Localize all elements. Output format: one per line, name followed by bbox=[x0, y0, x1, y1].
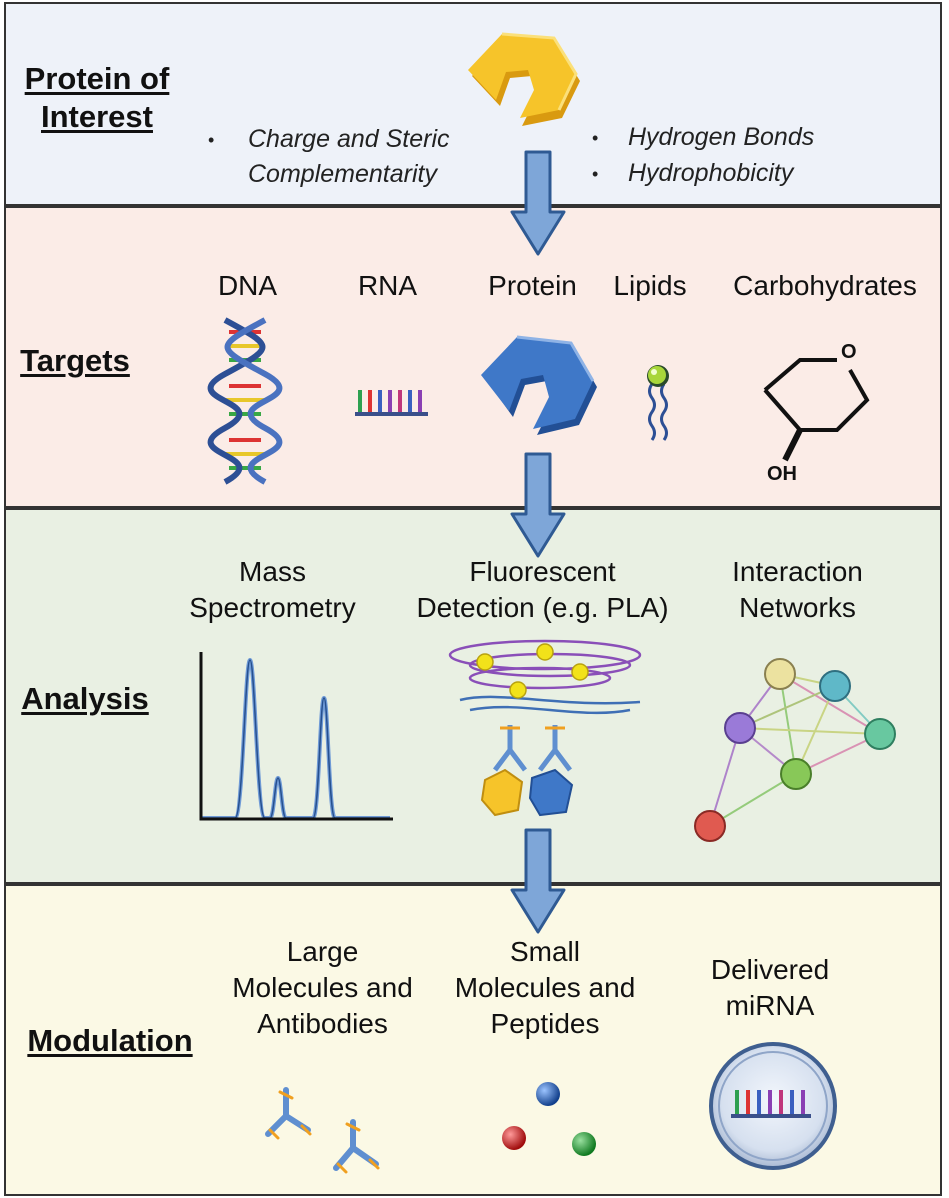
protein-title-line1: Protein of bbox=[24, 61, 170, 96]
large-line2: Molecules and bbox=[232, 972, 413, 1003]
bullet-hydrogen-bonds: Hydrogen Bonds bbox=[628, 123, 815, 151]
small-line3: Peptides bbox=[490, 1008, 600, 1039]
ms-line2: Spectrometry bbox=[189, 592, 356, 623]
carb-hydroxyl-label: OH bbox=[767, 463, 797, 485]
carbohydrate-ring-icon: O OH bbox=[763, 341, 870, 485]
target-label-protein: Protein bbox=[488, 270, 577, 301]
mass-spectrum-icon bbox=[199, 652, 393, 821]
blue-protein-icon bbox=[481, 335, 597, 435]
protein-of-interest-title: Protein of Interest bbox=[12, 60, 182, 136]
target-label-carbohydrates: Carbohydrates bbox=[733, 270, 917, 301]
mirna-vesicle-icon bbox=[709, 1042, 837, 1170]
large-line1: Large bbox=[286, 936, 359, 967]
carb-oxygen-label: O bbox=[841, 341, 857, 363]
lipid-icon bbox=[647, 365, 669, 441]
arrow-down-icon bbox=[510, 452, 566, 558]
small-molecules-icon bbox=[502, 1082, 596, 1156]
target-label-lipids: Lipids bbox=[613, 270, 687, 301]
antibodies-icon bbox=[265, 1087, 380, 1174]
label-interaction-networks: Interaction Networks bbox=[700, 554, 895, 626]
bullet-dot: • bbox=[592, 164, 599, 184]
modulation-title: Modulation bbox=[27, 1023, 193, 1058]
section-analysis bbox=[4, 508, 942, 884]
label-small-molecules: Small Molecules and Peptides bbox=[435, 934, 655, 1042]
arrow-down-icon bbox=[510, 150, 566, 256]
bullet-charge-steric: Charge and Steric bbox=[248, 125, 450, 153]
large-line3: Antibodies bbox=[257, 1008, 388, 1039]
arrow-down-icon bbox=[510, 828, 566, 934]
yellow-protein-icon bbox=[468, 32, 580, 126]
in-line1: Interaction bbox=[732, 556, 863, 587]
in-line2: Networks bbox=[739, 592, 856, 623]
rna-strand-icon bbox=[355, 390, 428, 416]
fl-line1: Fluorescent bbox=[469, 556, 616, 587]
protein-title-line2: Interest bbox=[41, 99, 153, 134]
mirna-line1: Delivered bbox=[710, 954, 830, 985]
interaction-network-icon bbox=[694, 658, 896, 842]
fl-line2: Detection (e.g. PLA) bbox=[416, 592, 669, 623]
small-line2: Molecules and bbox=[454, 972, 636, 1003]
section-protein-of-interest bbox=[4, 2, 942, 206]
bullet-hydrophobicity: Hydrophobicity bbox=[628, 159, 794, 187]
bullet-dot: • bbox=[592, 128, 599, 148]
bullet-dot: • bbox=[208, 130, 215, 150]
ms-line1: Mass bbox=[239, 556, 306, 587]
target-label-rna: RNA bbox=[357, 270, 418, 301]
bullet-complementarity: Complementarity bbox=[248, 160, 437, 188]
label-delivered-mirna: Delivered miRNA bbox=[685, 952, 855, 1024]
analysis-title: Analysis bbox=[21, 681, 149, 716]
dna-helix-icon bbox=[207, 317, 283, 485]
targets-title: Targets bbox=[20, 343, 130, 378]
label-large-molecules: Large Molecules and Antibodies bbox=[225, 934, 420, 1042]
label-fluorescent-detection: Fluorescent Detection (e.g. PLA) bbox=[390, 554, 695, 626]
mirna-line2: miRNA bbox=[725, 990, 815, 1021]
small-line1: Small bbox=[509, 936, 580, 967]
pla-detection-icon bbox=[448, 639, 642, 817]
label-mass-spectrometry: Mass Spectrometry bbox=[165, 554, 380, 626]
target-label-dna: DNA bbox=[217, 270, 278, 301]
